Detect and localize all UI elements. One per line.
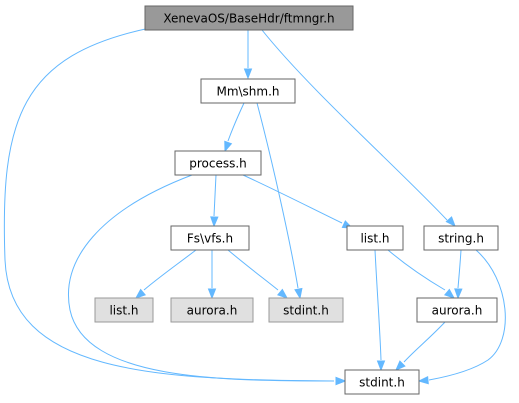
node-aurora-b: aurora.h — [170, 297, 254, 323]
arrowhead-root-to-shm — [243, 68, 253, 80]
edge-aurora_a-to-stdint_a — [403, 321, 446, 363]
node-aurora-a[interactable]: aurora.h — [416, 297, 498, 323]
node-box — [344, 369, 420, 395]
edge-root-to-string — [261, 29, 448, 221]
node-label: process.h — [189, 157, 247, 171]
node-box — [346, 225, 404, 251]
edge-process-to-stdint_a — [68, 174, 335, 382]
node-process[interactable]: process.h — [174, 150, 262, 176]
node-box — [94, 297, 154, 323]
node-root[interactable]: XenevaOS/BaseHdr/ftmngr.h — [144, 5, 354, 31]
node-box — [200, 78, 296, 104]
node-label: stdint.h — [359, 376, 405, 390]
node-label: string.h — [438, 232, 484, 246]
arrowhead-process-to-stdint_a — [335, 376, 347, 386]
edge-shm-to-stdint_b — [256, 102, 299, 289]
arrowhead-list_a-to-stdint_a — [376, 360, 386, 372]
edge-process-to-list_a — [242, 174, 343, 224]
node-label: Mm\shm.h — [216, 85, 279, 99]
node-label: aurora.h — [432, 304, 483, 318]
node-box — [174, 150, 262, 176]
node-box — [170, 297, 254, 323]
edge-shm-to-process — [227, 102, 245, 142]
arrowhead-root-to-string — [445, 216, 456, 228]
edge-process-to-vfs — [213, 174, 217, 217]
edge-string-to-stdint_a — [428, 249, 506, 381]
node-box — [416, 297, 498, 323]
node-label: stdint.h — [283, 304, 329, 318]
nodes-layer: XenevaOS/BaseHdr/ftmngr.hMm\shm.h process… — [94, 5, 499, 395]
node-box — [268, 297, 344, 323]
edge-vfs-to-list_b — [143, 249, 197, 291]
node-box — [170, 225, 250, 251]
arrowhead-string-to-stdint_a — [417, 375, 429, 385]
node-label: list.h — [109, 304, 138, 318]
arrowhead-list_a-to-aurora_a — [444, 288, 456, 299]
node-vfs[interactable]: Fs\vfs.h — [170, 225, 250, 251]
edge-vfs-to-stdint_b — [227, 249, 279, 291]
edges-layer — [3, 27, 506, 386]
node-list-a[interactable]: list.h — [346, 225, 404, 251]
node-label: Fs\vfs.h — [187, 232, 233, 246]
node-label: list.h — [360, 232, 389, 246]
edge-string-to-aurora_a — [457, 249, 462, 289]
node-string[interactable]: string.h — [423, 225, 499, 251]
edge-root-to-stdint_a — [3, 27, 335, 382]
arrowhead-shm-to-stdint_b — [294, 287, 303, 300]
edge-list_a-to-stdint_a — [374, 249, 382, 361]
node-stdint-b: stdint.h — [268, 297, 344, 323]
arrowhead-process-to-vfs — [210, 216, 219, 228]
node-label: aurora.h — [187, 304, 238, 318]
node-shm[interactable]: Mm\shm.h — [200, 78, 296, 104]
node-list-b: list.h — [94, 297, 154, 323]
node-box — [144, 5, 354, 31]
arrowhead-string-to-aurora_a — [454, 288, 463, 300]
arrowhead-vfs-to-aurora_b — [207, 288, 217, 300]
node-stdint-a[interactable]: stdint.h — [344, 369, 420, 395]
arrowhead-vfs-to-list_b — [134, 288, 146, 299]
node-label: XenevaOS/BaseHdr/ftmngr.h — [163, 12, 334, 26]
arrowhead-aurora_a-to-stdint_a — [395, 360, 406, 371]
edge-list_a-to-aurora_a — [387, 249, 446, 291]
arrowhead-vfs-to-stdint_b — [277, 288, 289, 299]
arrowhead-shm-to-process — [224, 140, 233, 153]
node-box — [423, 225, 499, 251]
